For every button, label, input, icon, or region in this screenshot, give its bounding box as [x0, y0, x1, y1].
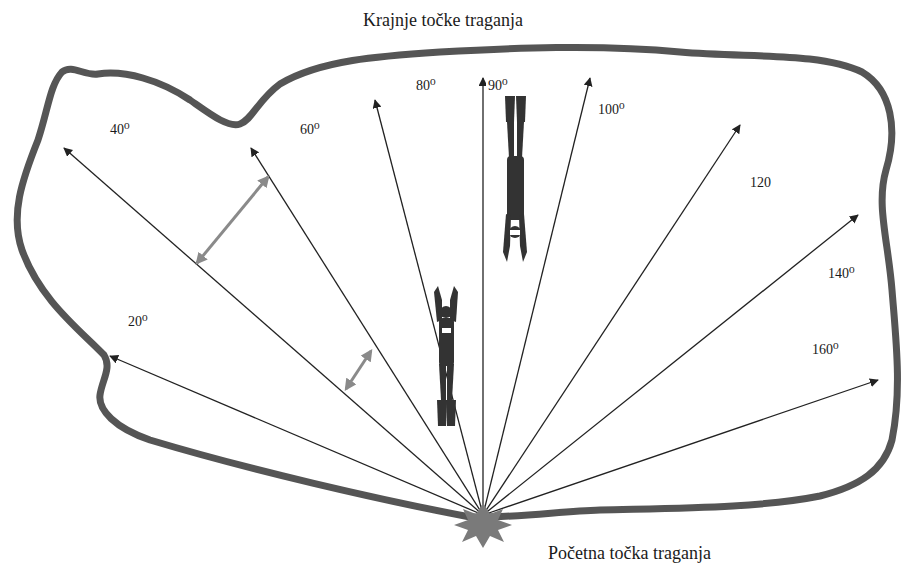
- angle-label: 90⁰: [486, 78, 510, 93]
- search-rays: [64, 78, 878, 515]
- angle-label: 120: [748, 175, 773, 190]
- angle-label: 80⁰: [414, 78, 438, 93]
- angle-label: 140⁰: [826, 266, 857, 281]
- area-end-caption: Krajnje točke traganja: [363, 11, 523, 31]
- diver-figure: [503, 96, 527, 262]
- angle-label: 160⁰: [810, 342, 841, 357]
- angle-label: 20⁰: [126, 314, 150, 329]
- angle-label: 100⁰: [596, 102, 627, 117]
- diver-figure: [434, 286, 458, 426]
- angle-label: 60⁰: [298, 122, 322, 137]
- spacing-arrows: [197, 177, 371, 389]
- search-area-outline: [17, 47, 897, 517]
- start-point-caption: Početna točka traganja: [548, 544, 711, 564]
- start-burst: [454, 503, 512, 548]
- angle-label: 40⁰: [108, 122, 132, 137]
